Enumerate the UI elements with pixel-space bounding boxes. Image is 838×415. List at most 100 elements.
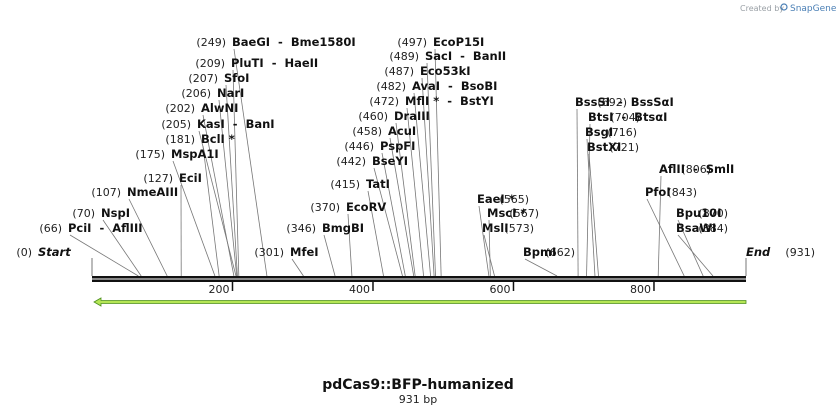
site-label-group[interactable]: (181) BclI * [165, 132, 234, 146]
enzyme-name: BaeGI - Bme1580I [232, 35, 356, 49]
site-position: (442) [336, 155, 366, 168]
site-label-group[interactable]: (415)TatI [330, 177, 390, 191]
site-position: (884) [698, 222, 728, 235]
site-label-group[interactable]: (460)DraIII [358, 109, 429, 123]
enzyme-name: MspA1I [171, 147, 219, 161]
site-position: (205) [161, 118, 191, 131]
site-position: (107) [91, 186, 121, 199]
site-label-group[interactable]: (442)BseYI [336, 154, 408, 168]
enzyme-name: BclI * [201, 132, 235, 146]
site-position: (301) [254, 246, 284, 259]
site-position: (206) [181, 87, 211, 100]
site-position: (446) [344, 140, 374, 153]
site-label-group[interactable]: (209) PluTI - HaeII [195, 56, 318, 70]
enzyme-name: EcoRV [346, 200, 386, 214]
site-leader-line [488, 219, 491, 277]
site-label-group[interactable]: (446)PspFI [344, 139, 415, 153]
site-position: (716) [607, 126, 637, 139]
site-position: (181) [165, 133, 195, 146]
site-label-group[interactable]: (567)MscI * [487, 206, 539, 220]
site-leader-line [233, 48, 268, 277]
site-position: (806) [681, 163, 711, 176]
feature-arrow[interactable] [93, 297, 747, 307]
site-leader-line [576, 108, 579, 277]
site-label-group[interactable]: (482)AvaI - BsoBI [376, 79, 497, 93]
site-label-group[interactable]: (497)EcoP15I [397, 35, 484, 49]
site-leader-line [347, 213, 353, 277]
enzyme-name: MflI * - BstYI [405, 94, 494, 108]
site-label-group[interactable]: (931)End [746, 245, 815, 259]
site-leader-line [218, 99, 238, 277]
site-label-group[interactable]: (843)PfoI [645, 185, 697, 199]
site-label-group[interactable]: (249) BaeGI - Bme1580I [196, 35, 355, 49]
site-label-group[interactable]: (662)BpmI [523, 245, 575, 259]
site-position: (704) [610, 111, 640, 124]
site-label-group[interactable]: (70)NspI [72, 206, 130, 220]
site-position: (567) [509, 207, 539, 220]
enzyme-name: EaeI * [477, 192, 515, 206]
site-position: (0) [16, 246, 32, 259]
site-leader-line [434, 48, 442, 277]
construct-name: pdCas9::BFP-humanized [322, 377, 514, 393]
site-label-group[interactable]: (692)BssSI - BssSαI [575, 95, 674, 109]
enzyme-name: PciI - AflIII [68, 221, 143, 235]
site-leader-line [677, 219, 704, 277]
site-position: (70) [72, 207, 95, 220]
site-label-group[interactable]: (487)Eco53kI [384, 64, 470, 78]
site-leader-line [413, 92, 431, 277]
site-position: (249) [196, 36, 226, 49]
ruler-tick-label: 400 [349, 283, 370, 296]
credit-brand: SnapGene [790, 4, 837, 14]
site-label-group[interactable]: (884)BsaWI [676, 221, 728, 235]
site-leader-lines [69, 48, 747, 277]
site-position: (662) [545, 246, 575, 259]
site-label-group[interactable]: (721)BstXI [587, 140, 639, 154]
site-position: (209) [195, 57, 225, 70]
site-label-group[interactable]: (202) AlwNI [165, 101, 238, 115]
ruler-tick-label: 600 [489, 283, 510, 296]
enzyme-name: SacI - BanII [425, 49, 506, 63]
site-label-group[interactable]: (472)MflI * - BstYI [369, 94, 493, 108]
site-label-group[interactable]: (716)BsgI [585, 125, 637, 139]
enzyme-name: PluTI - HaeII [231, 56, 318, 70]
site-label-group[interactable]: (301) MfeI [254, 245, 318, 259]
site-label-group[interactable]: (565)EaeI * [477, 192, 529, 206]
site-leader-line [323, 234, 336, 277]
sequence-terminus: End [746, 245, 771, 259]
site-label-group[interactable]: (870)Bpu10I [676, 206, 728, 220]
enzyme-name: MfeI [290, 245, 319, 259]
site-label-group[interactable]: (66)PciI - AflIII [39, 221, 142, 235]
site-label-group[interactable]: (370)EcoRV [310, 200, 386, 214]
site-leader-line [421, 77, 435, 277]
site-label-group[interactable]: (458)AcuI [352, 124, 416, 138]
site-label-group[interactable]: (806)AflII - SmlI [659, 162, 734, 176]
site-label-group[interactable]: (127)EciI [143, 171, 202, 185]
site-leader-line [478, 205, 490, 277]
site-label-group[interactable]: (573)MslI [482, 221, 534, 235]
site-position: (458) [352, 125, 382, 138]
site-label-group[interactable]: (0) Start [16, 245, 71, 259]
site-label-group[interactable]: (175)MspA1I [135, 147, 218, 161]
site-position: (692) [597, 96, 627, 109]
site-label-group[interactable]: (207)SfoI [188, 71, 249, 85]
site-leader-line [291, 258, 304, 277]
site-label-group[interactable]: (205)KasI - BanI [161, 117, 274, 131]
enzyme-name: Eco53kI [420, 64, 471, 78]
site-label-group[interactable]: (107)NmeAIII [91, 185, 178, 199]
site-position: (573) [504, 222, 534, 235]
site-label-group[interactable]: (346)BmgBI [286, 221, 364, 235]
site-leader-line [677, 234, 714, 277]
site-label-group[interactable]: (489)SacI - BanII [389, 49, 506, 63]
enzyme-name: AlwNI [201, 101, 238, 115]
sequence-terminus: Start [38, 245, 71, 259]
site-position: (202) [165, 102, 195, 115]
enzyme-name: BmgBI [322, 221, 364, 235]
site-label-group[interactable]: (206)NarI [181, 86, 244, 100]
site-labels: (0) Start (66)PciI - AflIII(70)NspI (107)Nm… [16, 35, 815, 259]
site-label-group[interactable]: (704)BtsI - BtsαI [588, 110, 667, 124]
site-position: (870) [698, 207, 728, 220]
site-position: (482) [376, 80, 406, 93]
site-leader-line [524, 258, 558, 277]
credit-prefix: Created by [740, 4, 784, 13]
